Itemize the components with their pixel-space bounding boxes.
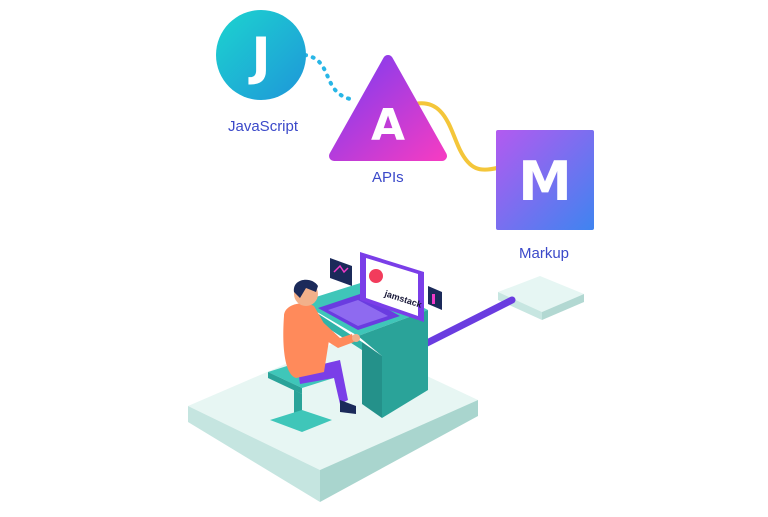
right-floating-panel — [428, 286, 442, 310]
javascript-node: J — [216, 10, 306, 100]
apis-node: A — [329, 55, 447, 161]
monitor-logo — [369, 269, 383, 283]
markup-label: Markup — [519, 245, 570, 262]
apis-letter: A — [371, 100, 405, 151]
network-cable — [421, 296, 516, 348]
developer-figure — [283, 279, 360, 414]
apis-markup-connector — [408, 101, 499, 172]
left-floating-panel — [330, 258, 352, 286]
markup-node: M — [496, 130, 594, 230]
apis-label: APIs — [372, 169, 404, 186]
monitor: jamstack — [360, 252, 424, 322]
javascript-label: JavaScript — [228, 118, 299, 135]
javascript-letter: J — [248, 27, 270, 87]
js-apis-connector — [303, 53, 357, 102]
keyboard-keys — [328, 300, 388, 326]
markup-letter: M — [518, 150, 572, 213]
